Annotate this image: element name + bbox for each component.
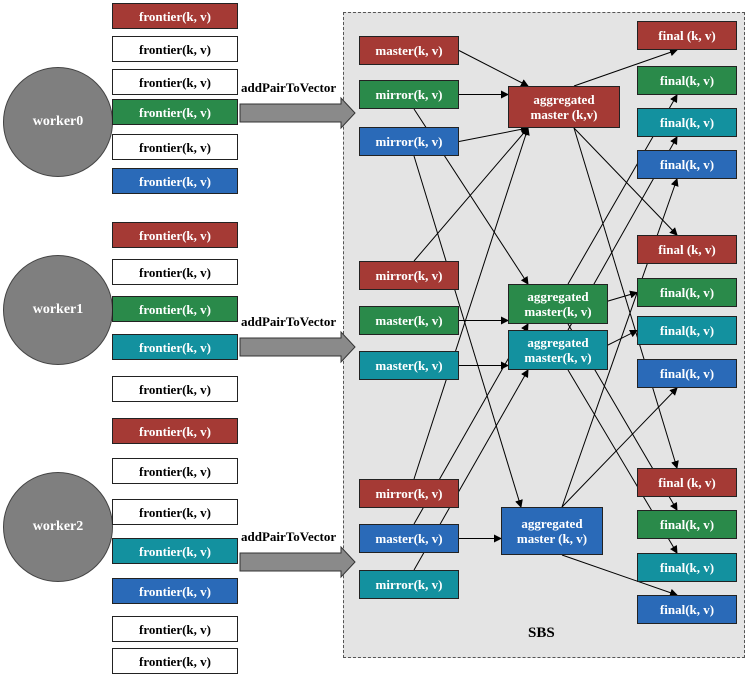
frontier-box: frontier(k, v) [112, 578, 238, 604]
frontier-box: frontier(k, v) [112, 296, 238, 322]
aggregated-line1: aggregated [533, 92, 595, 107]
input-box: mirror(k, v) [359, 80, 459, 109]
final-box: final(k, v) [637, 108, 737, 137]
final-box: final (k, v) [637, 468, 737, 497]
input-box: mirror(k, v) [359, 127, 459, 156]
transfer-arrow [239, 545, 356, 579]
input-box: mirror(k, v) [359, 261, 459, 290]
final-box: final(k, v) [637, 359, 737, 388]
frontier-box: frontier(k, v) [112, 99, 238, 125]
final-box: final(k, v) [637, 278, 737, 307]
input-box: master(k, v) [359, 524, 459, 553]
worker-node: worker0 [3, 67, 113, 177]
final-box: final(k, v) [637, 316, 737, 345]
final-box: final(k, v) [637, 66, 737, 95]
input-box: master(k, v) [359, 351, 459, 380]
frontier-box: frontier(k, v) [112, 334, 238, 360]
frontier-box: frontier(k, v) [112, 648, 238, 674]
frontier-box: frontier(k, v) [112, 538, 238, 564]
flow-label: addPairToVector [241, 314, 337, 329]
frontier-box: frontier(k, v) [112, 69, 238, 95]
transfer-arrow [239, 330, 356, 364]
input-box: master(k, v) [359, 306, 459, 335]
sbs-label: SBS [528, 625, 555, 641]
frontier-box: frontier(k, v) [112, 3, 238, 29]
aggregated-line2: master(k, v) [524, 304, 592, 319]
aggregated-line2: master(k, v) [524, 350, 592, 365]
flow-edge [561, 554, 678, 597]
aggregated-line2: master (k, v) [516, 531, 588, 546]
frontier-box: frontier(k, v) [112, 36, 238, 62]
frontier-box: frontier(k, v) [112, 458, 238, 484]
final-box: final (k, v) [637, 21, 737, 50]
flow-edge [413, 155, 523, 508]
aggregated-line2: master (k,v) [530, 107, 598, 122]
flow-edge [561, 387, 678, 508]
flow-edge [561, 178, 679, 508]
flow-label: addPairToVector [241, 80, 337, 95]
frontier-box: frontier(k, v) [112, 499, 238, 525]
flow-edge [458, 50, 529, 87]
input-box: mirror(k, v) [359, 570, 459, 599]
frontier-box: frontier(k, v) [112, 259, 238, 285]
frontier-box: frontier(k, v) [112, 376, 238, 402]
frontier-box: frontier(k, v) [112, 222, 238, 248]
worker-node: worker1 [3, 255, 113, 365]
worker-node: worker2 [3, 472, 113, 582]
input-box: master(k, v) [359, 36, 459, 65]
aggregated-line1: aggregated [527, 335, 589, 350]
flow-edge [413, 127, 529, 262]
transfer-arrow [239, 96, 356, 130]
frontier-box: frontier(k, v) [112, 168, 238, 194]
input-box: mirror(k, v) [359, 479, 459, 508]
flow-edge [573, 127, 678, 236]
frontier-box: frontier(k, v) [112, 134, 238, 160]
aggregated-line1: aggregated [527, 289, 589, 304]
frontier-box: frontier(k, v) [112, 418, 238, 444]
flow-edge [458, 125, 529, 142]
final-box: final (k, v) [637, 235, 737, 264]
final-box: final(k, v) [637, 553, 737, 582]
frontier-box: frontier(k, v) [112, 616, 238, 642]
flow-edge [413, 127, 530, 480]
flow-edge [573, 48, 678, 87]
flow-edge [573, 127, 679, 469]
aggregated-line1: aggregated [521, 516, 583, 531]
final-box: final(k, v) [637, 595, 737, 624]
final-box: final(k, v) [637, 510, 737, 539]
flow-label: addPairToVector [241, 529, 337, 544]
final-box: final(k, v) [637, 150, 737, 179]
